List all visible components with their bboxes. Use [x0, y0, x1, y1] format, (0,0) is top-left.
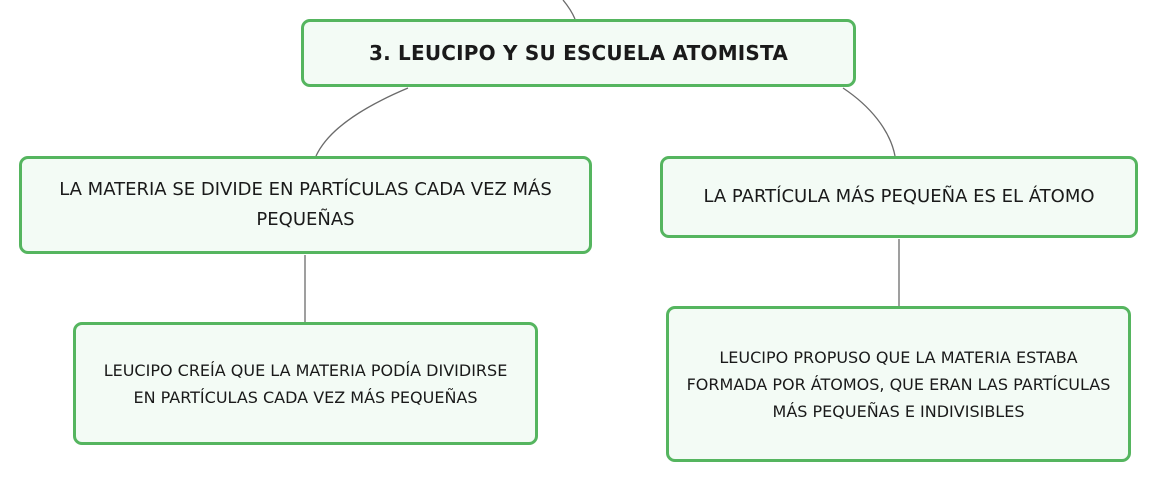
detail-node-leucipo-creia[interactable]: LEUCIPO CREÍA QUE LA MATERIA PODÍA DIVID…	[73, 322, 538, 445]
detail-text-leucipo-creia: LEUCIPO CREÍA QUE LA MATERIA PODÍA DIVID…	[103, 360, 508, 407]
connector-title-to-left	[315, 87, 409, 157]
connector-title-to-right	[842, 87, 896, 157]
detail-node-leucipo-propuso[interactable]: LEUCIPO PROPUSO QUE LA MATERIA ESTABA FO…	[666, 306, 1131, 462]
subtopic-node-division[interactable]: LA MATERIA SE DIVIDE EN PARTÍCULAS CADA …	[19, 156, 592, 254]
subtopic-node-atomo[interactable]: LA PARTÍCULA MÁS PEQUEÑA ES EL ÁTOMO	[660, 156, 1138, 238]
subtopic-text-division: LA MATERIA SE DIVIDE EN PARTÍCULAS CADA …	[59, 179, 552, 230]
detail-text-leucipo-propuso: LEUCIPO PROPUSO QUE LA MATERIA ESTABA FO…	[686, 347, 1111, 421]
subtopic-text-atomo: LA PARTÍCULA MÁS PEQUEÑA ES EL ÁTOMO	[703, 186, 1095, 207]
central-topic-node[interactable]: 3. LEUCIPO Y SU ESCUELA ATOMISTA	[301, 19, 856, 87]
central-topic-text: 3. LEUCIPO Y SU ESCUELA ATOMISTA	[368, 41, 789, 65]
connector-parent-to-title	[562, 0, 576, 20]
